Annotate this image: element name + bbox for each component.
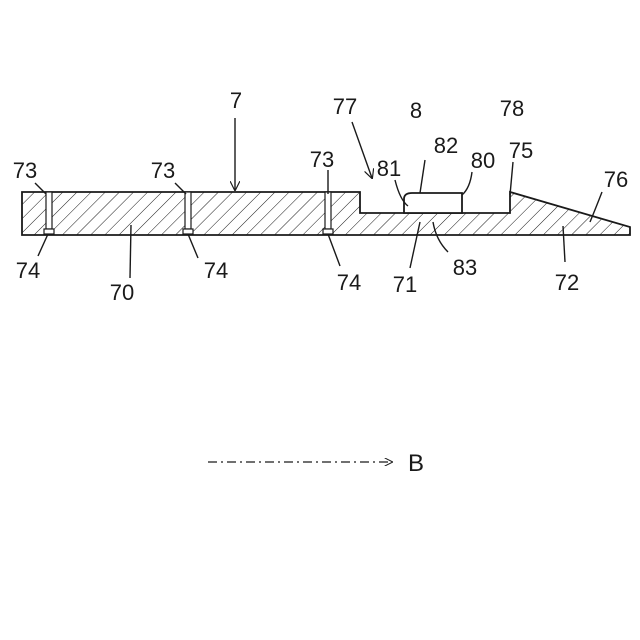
plate-8 (404, 193, 462, 213)
label-82: 82 (434, 133, 458, 158)
label-73-left: 73 (13, 158, 37, 183)
label-74-left: 74 (16, 258, 40, 283)
label-74-middle: 74 (204, 258, 228, 283)
label-75: 75 (509, 138, 533, 163)
label-72: 72 (555, 270, 579, 295)
label-76: 76 (604, 167, 628, 192)
label-77: 77 (333, 94, 357, 119)
pin-left (44, 192, 54, 234)
label-80: 80 (471, 148, 495, 173)
label-71: 71 (393, 272, 417, 297)
label-7: 7 (230, 88, 242, 113)
label-73-right: 73 (310, 147, 334, 172)
label-70: 70 (110, 280, 134, 305)
direction-label-B: B (408, 450, 424, 477)
label-78: 78 (500, 96, 524, 121)
label-83: 83 (453, 255, 477, 280)
label-81: 81 (377, 156, 401, 181)
label-73-middle: 73 (151, 158, 175, 183)
label-8: 8 (410, 98, 422, 123)
pin-right (323, 192, 333, 234)
label-74-right: 74 (337, 270, 361, 295)
pin-middle (183, 192, 193, 234)
